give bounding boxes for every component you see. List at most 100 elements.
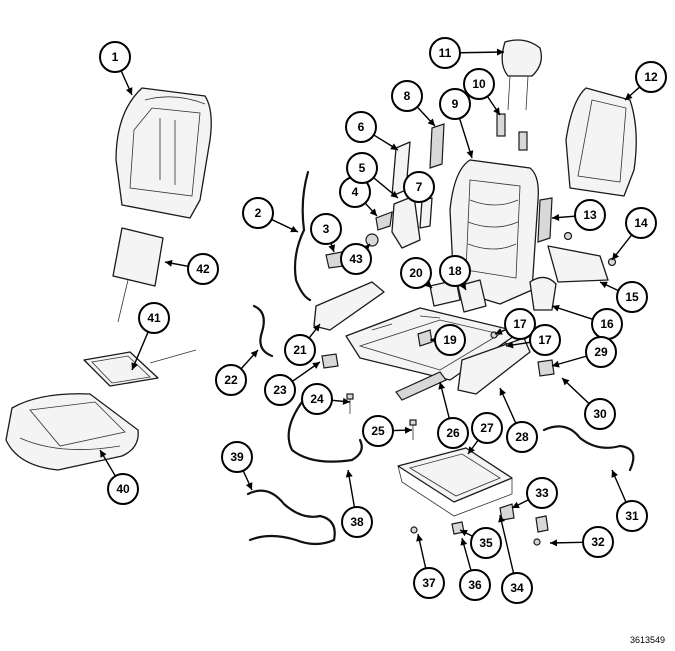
leader-arrow-3 bbox=[328, 244, 336, 252]
headrest-part bbox=[501, 39, 543, 111]
callout-22: 22 bbox=[215, 364, 247, 396]
leader-lines bbox=[99, 48, 641, 574]
outer-shield-part bbox=[313, 281, 385, 331]
leader-arrow-28 bbox=[499, 388, 507, 396]
leader-arrow-23 bbox=[312, 362, 320, 369]
leader-arrow-1 bbox=[125, 87, 133, 95]
callout-29: 29 bbox=[585, 336, 617, 368]
bracket-32-part bbox=[535, 515, 549, 533]
callout-33: 33 bbox=[526, 477, 558, 509]
leader-arrow-30 bbox=[562, 378, 570, 386]
callout-26: 26 bbox=[437, 417, 469, 449]
bracket-33-part bbox=[499, 503, 515, 521]
callout-circle bbox=[400, 257, 432, 289]
back-harness-part bbox=[293, 170, 312, 302]
callout-27: 27 bbox=[471, 412, 503, 444]
cushion-pan-part bbox=[397, 447, 513, 517]
bracket-19-part bbox=[417, 329, 433, 347]
leader-arrow-31 bbox=[611, 470, 619, 478]
fastener-14b-part bbox=[563, 231, 573, 241]
callout-label: 8 bbox=[404, 89, 411, 103]
callout-37: 37 bbox=[413, 567, 445, 599]
harness-31-part bbox=[542, 425, 635, 472]
callout-6: 6 bbox=[345, 111, 377, 143]
callout-label: 11 bbox=[439, 46, 452, 60]
callout-circle bbox=[187, 253, 219, 285]
callout-label: 21 bbox=[293, 343, 307, 357]
fastener-34-part bbox=[533, 538, 541, 546]
callout-circle bbox=[625, 207, 657, 239]
callout-36: 36 bbox=[459, 569, 491, 601]
lumbar-handle-part bbox=[375, 211, 393, 231]
lower-shield-part bbox=[547, 245, 609, 283]
leader-arrow-14 bbox=[612, 252, 620, 260]
leader-arrow-36 bbox=[460, 538, 468, 546]
leader-arrow-34 bbox=[498, 515, 505, 523]
side-shield-part bbox=[391, 195, 421, 249]
callout-21: 21 bbox=[284, 334, 316, 366]
harness-38-part bbox=[287, 400, 363, 463]
seatback-frame-part bbox=[449, 159, 539, 305]
callout-label: 36 bbox=[468, 578, 482, 592]
fastener-37-part bbox=[410, 526, 418, 534]
callout-label: 23 bbox=[273, 383, 287, 397]
callout-label: 42 bbox=[196, 262, 210, 276]
callout-circle bbox=[284, 334, 316, 366]
callout-label: 5 bbox=[359, 161, 366, 175]
callout-34: 34 bbox=[501, 572, 533, 604]
callout-24: 24 bbox=[301, 383, 333, 415]
callout-3: 3 bbox=[310, 213, 342, 245]
callout-17: 17 bbox=[504, 308, 536, 340]
leader-line-11 bbox=[459, 51, 505, 54]
callout-10: 10 bbox=[463, 68, 495, 100]
callout-16: 16 bbox=[591, 308, 623, 340]
leader-arrow-40 bbox=[100, 450, 107, 458]
callout-circle bbox=[264, 374, 296, 406]
leader-arrow-39 bbox=[245, 482, 253, 490]
leader-arrow-41 bbox=[131, 362, 138, 370]
recliner-knob-part bbox=[365, 233, 379, 247]
leader-arrow-16 bbox=[552, 304, 560, 312]
callout-20: 20 bbox=[400, 257, 432, 289]
leader-line-34 bbox=[499, 514, 515, 574]
callout-11: 11 bbox=[429, 37, 461, 69]
leader-arrow-25 bbox=[404, 426, 412, 434]
callout-circle bbox=[574, 199, 606, 231]
callout-23: 23 bbox=[264, 374, 296, 406]
callout-circle bbox=[391, 80, 423, 112]
callout-label: 13 bbox=[583, 208, 597, 222]
callout-label: 39 bbox=[230, 450, 244, 464]
callout-35: 35 bbox=[470, 527, 502, 559]
callout-15: 15 bbox=[616, 281, 648, 313]
callout-label: 15 bbox=[625, 290, 639, 304]
callout-label: 32 bbox=[591, 535, 605, 549]
leader-arrow-11 bbox=[496, 48, 504, 56]
leader-arrow-15 bbox=[600, 281, 608, 289]
leader-arrow-2 bbox=[290, 225, 298, 233]
figure-number: 3613549 bbox=[629, 635, 665, 645]
leader-arrow-9 bbox=[466, 150, 474, 158]
callout-label: 35 bbox=[479, 536, 493, 550]
callout-label: 18 bbox=[448, 264, 462, 278]
callout-circle bbox=[459, 569, 491, 601]
callout-label: 3 bbox=[323, 222, 330, 236]
bolts-24-part bbox=[346, 393, 417, 440]
trim-piece-13-part bbox=[537, 197, 553, 243]
callout-label: 12 bbox=[644, 70, 658, 84]
seatback-cover-part bbox=[115, 87, 212, 219]
callout-42: 42 bbox=[187, 253, 219, 285]
leader-arrow-37 bbox=[416, 534, 423, 542]
callout-circle bbox=[585, 336, 617, 368]
leader-arrow-21 bbox=[312, 324, 320, 332]
callout-circle bbox=[616, 500, 648, 532]
side-cover-part bbox=[457, 337, 531, 395]
callout-label: 40 bbox=[116, 482, 130, 496]
leader-arrow-24 bbox=[342, 397, 350, 405]
callout-circle bbox=[506, 421, 538, 453]
callout-41: 41 bbox=[138, 302, 170, 334]
callout-circle bbox=[437, 417, 469, 449]
leader-arrow-20 bbox=[424, 280, 432, 288]
leader-arrow-29 bbox=[552, 360, 560, 368]
leader-arrow-27 bbox=[468, 446, 475, 454]
callout-circle bbox=[470, 527, 502, 559]
